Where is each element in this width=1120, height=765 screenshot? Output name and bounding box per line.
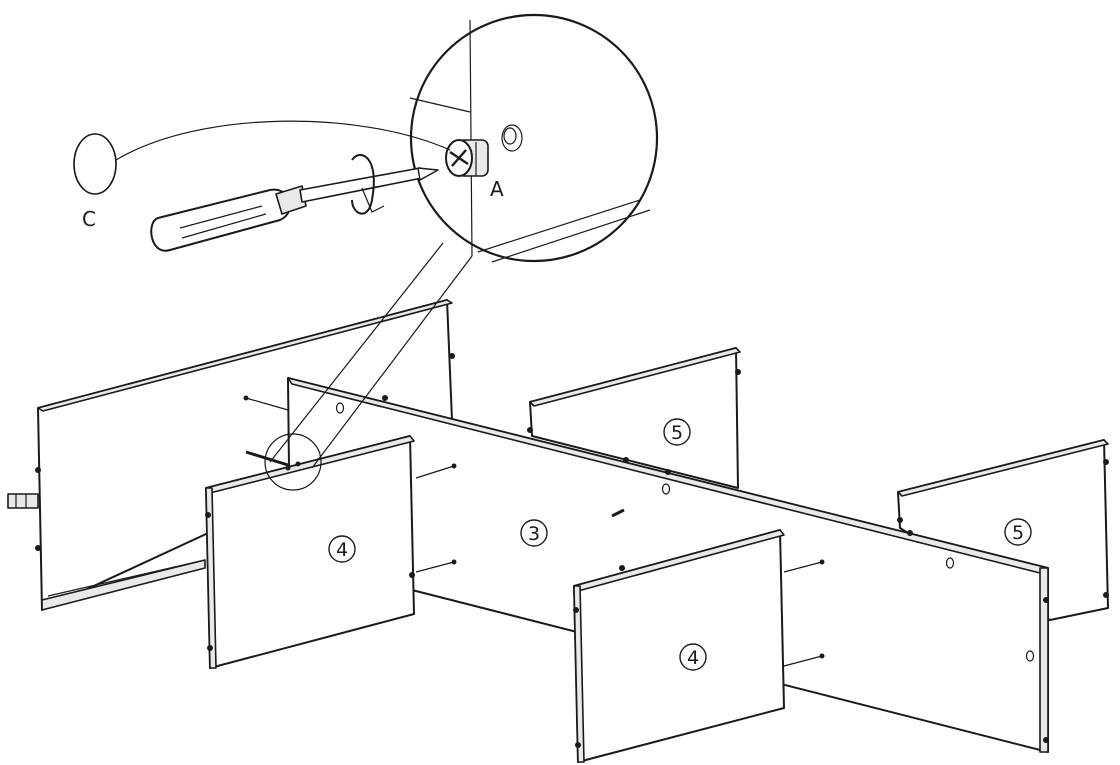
back-divider-left xyxy=(527,347,741,489)
panel-label-front-right: 4 xyxy=(687,647,699,669)
screwdriver-icon xyxy=(150,154,439,252)
cover-cap: C xyxy=(73,120,451,231)
panel-label-back-left: 5 xyxy=(671,422,683,444)
magnified-detail: A xyxy=(409,13,659,263)
panel-label-center: 3 xyxy=(528,523,540,545)
cover-cap-label: C xyxy=(82,207,96,231)
cam-lock-label: A xyxy=(490,177,504,201)
panel-label-back-right: 5 xyxy=(1012,522,1024,544)
panel-labels: 3 4 4 5 5 xyxy=(328,418,1032,671)
cam-lock xyxy=(445,139,489,177)
back-divider-right xyxy=(897,439,1109,621)
front-divider-right xyxy=(573,529,785,763)
front-divider-left xyxy=(205,435,415,669)
panel-label-front-left: 4 xyxy=(336,539,348,561)
back-long-panel xyxy=(7,299,455,611)
detail-callout xyxy=(264,242,473,491)
